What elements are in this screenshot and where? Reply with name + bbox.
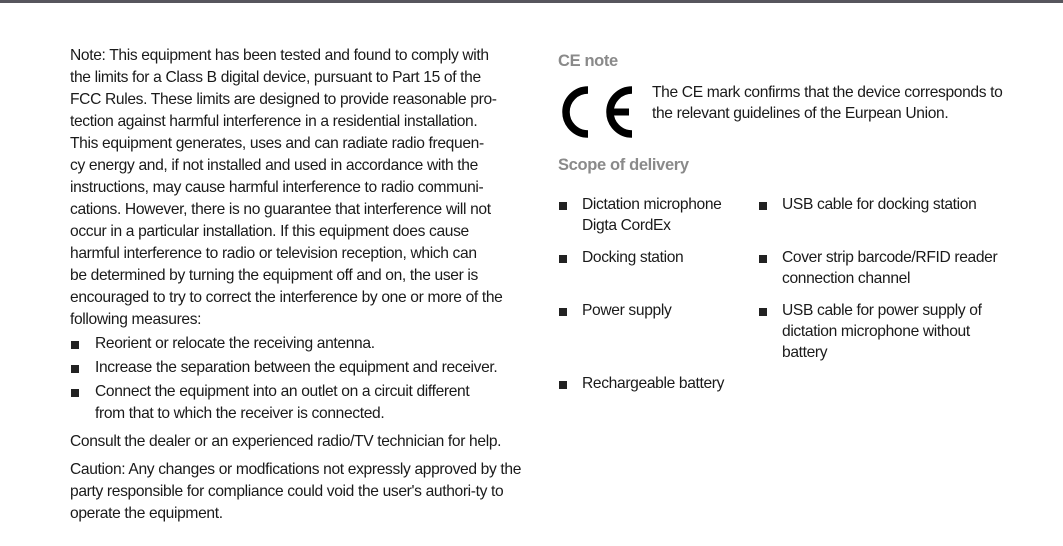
scope-item-text: Rechargeable battery (582, 375, 725, 392)
note-line: occur in a particular installation. If t… (70, 223, 469, 240)
note-line: tection against harmful interference in … (70, 113, 478, 130)
scope-item: Power supply (558, 300, 758, 373)
caution-paragraph: Caution: Any changes or modfications not… (70, 461, 522, 522)
note-line: harmful interference to radio or televis… (70, 245, 477, 262)
scope-heading: Scope of delivery (558, 156, 689, 174)
bullet-square-icon (71, 341, 79, 349)
top-border-bar (0, 0, 1063, 3)
ce-note-text: The CE mark confirms that the device cor… (652, 84, 1003, 122)
bullet-square-icon (71, 389, 79, 397)
scope-item: USB cable for power supply of dictation … (758, 300, 1028, 373)
note-line: cy energy and, if not installed and used… (70, 157, 478, 174)
note-line: cations. However, there is no guarantee … (70, 201, 491, 218)
note-line: This equipment generates, uses and can r… (70, 135, 484, 152)
scope-item-text: Cover strip barcode/RFID reader connecti… (782, 249, 998, 287)
measure-item: Increase the separation between the equi… (70, 357, 525, 379)
scope-list: Dictation microphone Digta CordEx USB ca… (558, 194, 1028, 394)
bullet-square-icon (559, 308, 567, 316)
bullet-square-icon (759, 202, 767, 210)
note-line: be determined by turning the equipment o… (70, 267, 478, 284)
measure-text: Increase the separation between the equi… (95, 359, 498, 376)
ce-note-heading: CE note (558, 52, 618, 70)
fcc-note-paragraph: Note: This equipment has been tested and… (70, 45, 525, 331)
scope-item: Dictation microphone Digta CordEx (558, 194, 758, 247)
bullet-square-icon (559, 255, 567, 263)
scope-item-text: Power supply (582, 302, 672, 319)
bullet-square-icon (559, 381, 567, 389)
bullet-square-icon (559, 202, 567, 210)
note-line: FCC Rules. These limits are designed to … (70, 91, 497, 108)
note-line: following measures: (70, 311, 202, 328)
ce-mark-icon (562, 86, 633, 138)
bullet-square-icon (71, 365, 79, 373)
scope-item-text: USB cable for power supply of dictation … (782, 302, 982, 361)
measure-text: Reorient or relocate the receiving anten… (95, 335, 375, 352)
note-line: encouraged to try to correct the interfe… (70, 289, 503, 306)
measure-item: Connect the equipment into an outlet on … (70, 381, 525, 425)
note-line: instructions, may cause harmful interfer… (70, 179, 484, 196)
measure-text: Connect the equipment into an outlet on … (95, 383, 470, 422)
right-column: CE note The CE mark confirms that the de… (558, 50, 1028, 394)
scope-item: Docking station (558, 247, 758, 300)
scope-item: Rechargeable battery (558, 373, 758, 394)
measures-list: Reorient or relocate the receiving anten… (70, 333, 525, 425)
scope-item-text: Dictation microphone Digta CordEx (582, 196, 722, 234)
bullet-square-icon (759, 255, 767, 263)
scope-item: USB cable for docking station (758, 194, 1028, 247)
fcc-statement-column: Note: This equipment has been tested and… (70, 45, 525, 525)
note-line: Note: This equipment has been tested and… (70, 47, 489, 64)
scope-item-text: USB cable for docking station (782, 196, 977, 213)
consult-paragraph: Consult the dealer or an experienced rad… (70, 433, 502, 450)
scope-item-text: Docking station (582, 249, 684, 266)
bullet-square-icon (759, 308, 767, 316)
scope-item: Cover strip barcode/RFID reader connecti… (758, 247, 1028, 300)
note-line: the limits for a Class B digital device,… (70, 69, 481, 86)
ce-note-block: The CE mark confirms that the device cor… (558, 84, 1028, 142)
measure-item: Reorient or relocate the receiving anten… (70, 333, 525, 355)
